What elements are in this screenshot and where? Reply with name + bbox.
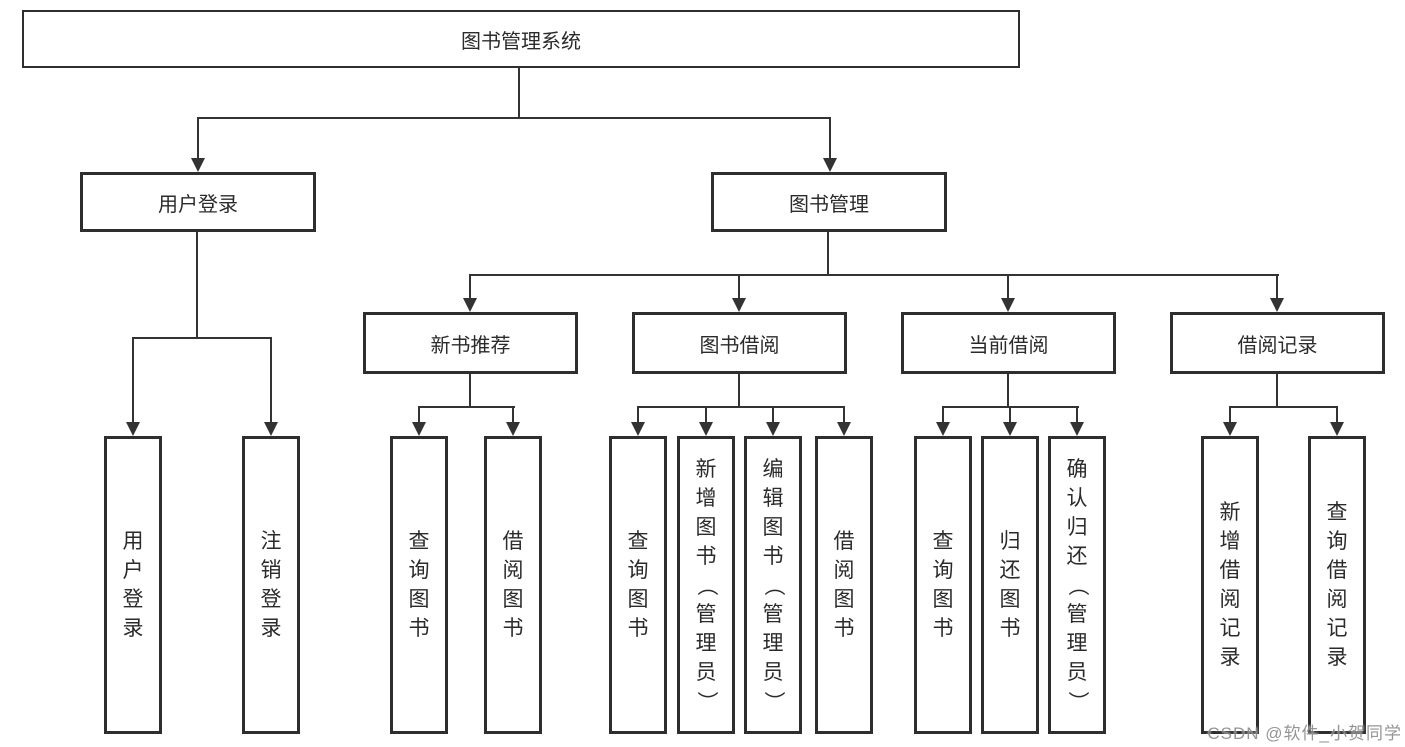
connector-line — [196, 232, 198, 338]
node-borrow-record-label: 借阅记录 — [1237, 334, 1318, 357]
connector-arrow-icon — [1330, 422, 1344, 436]
node-leaf-query-book-borrow-label: 查询图书 — [627, 530, 649, 640]
node-library-system: 图书管理系统 — [22, 10, 1020, 68]
node-leaf-borrow-book-recommend: 借阅图书 — [484, 436, 542, 734]
connector-arrow-icon — [1070, 422, 1084, 436]
node-leaf-add-borrow-record: 新增借阅记录 — [1201, 436, 1259, 734]
node-user-login: 用户登录 — [80, 172, 316, 232]
connector-line — [1229, 406, 1338, 408]
node-current-borrow: 当前借阅 — [901, 312, 1116, 374]
connector-line — [418, 406, 420, 423]
connector-line — [1276, 274, 1278, 299]
node-new-book-recommend: 新书推荐 — [363, 312, 578, 374]
node-leaf-query-book-current-label: 查询图书 — [932, 530, 954, 640]
connector-arrow-icon — [699, 422, 713, 436]
node-leaf-edit-book-admin: 编辑图书（管理员） — [744, 436, 802, 734]
connector-line — [132, 337, 134, 423]
connector-line — [942, 406, 944, 423]
node-user-login-label: 用户登录 — [158, 193, 238, 216]
csdn-watermark: CSDN @软件_小贺同学 — [1207, 724, 1402, 743]
node-leaf-add-book-admin-label: 新增图书（管理员） — [694, 457, 718, 712]
node-leaf-query-borrow-record-label: 查询借阅记录 — [1326, 501, 1348, 669]
node-leaf-confirm-return-admin-label: 确认归还（管理员） — [1065, 457, 1089, 712]
connector-line — [637, 406, 845, 408]
node-book-management: 图书管理 — [711, 172, 947, 232]
connector-arrow-icon — [837, 422, 851, 436]
connector-line — [1009, 406, 1011, 423]
connector-line — [738, 274, 740, 299]
node-leaf-query-borrow-record: 查询借阅记录 — [1308, 436, 1366, 734]
connector-arrow-icon — [191, 158, 205, 172]
node-new-book-recommend-label: 新书推荐 — [430, 334, 511, 357]
connector-line — [1007, 374, 1009, 408]
node-leaf-borrow-book-label: 借阅图书 — [833, 530, 855, 640]
connector-line — [1076, 406, 1078, 423]
connector-line — [1276, 374, 1278, 408]
connector-line — [827, 232, 829, 275]
connector-line — [1229, 406, 1231, 423]
connector-arrow-icon — [1001, 298, 1015, 312]
node-leaf-add-borrow-record-label: 新增借阅记录 — [1219, 501, 1241, 669]
connector-line — [512, 406, 514, 423]
connector-arrow-icon — [412, 422, 426, 436]
node-book-borrow-label: 图书借阅 — [699, 334, 780, 357]
node-leaf-return-book: 归还图书 — [981, 436, 1039, 734]
connector-arrow-icon — [264, 422, 278, 436]
node-leaf-user-login-label: 用户登录 — [122, 530, 144, 640]
connector-line — [469, 274, 471, 299]
connector-line — [197, 117, 199, 159]
node-leaf-query-book-recommend-label: 查询图书 — [408, 530, 430, 640]
node-book-management-label: 图书管理 — [789, 193, 869, 216]
connector-arrow-icon — [126, 422, 140, 436]
node-leaf-borrow-book-recommend-label: 借阅图书 — [502, 530, 524, 640]
connector-arrow-icon — [936, 422, 950, 436]
node-borrow-record: 借阅记录 — [1170, 312, 1385, 374]
connector-arrow-icon — [506, 422, 520, 436]
connector-line — [738, 374, 740, 408]
node-leaf-query-book-current: 查询图书 — [914, 436, 972, 734]
connector-line — [132, 337, 272, 339]
node-leaf-return-book-label: 归还图书 — [999, 530, 1021, 640]
connector-line — [843, 406, 845, 423]
connector-line — [469, 274, 1279, 276]
node-book-borrow: 图书借阅 — [632, 312, 847, 374]
connector-arrow-icon — [1223, 422, 1237, 436]
node-leaf-edit-book-admin-label: 编辑图书（管理员） — [761, 457, 785, 712]
node-leaf-query-book-recommend: 查询图书 — [390, 436, 448, 734]
connector-arrow-icon — [463, 298, 477, 312]
node-leaf-user-login: 用户登录 — [104, 436, 162, 734]
node-current-borrow-label: 当前借阅 — [968, 334, 1049, 357]
connector-line — [518, 68, 520, 118]
connector-line — [1007, 274, 1009, 299]
connector-line — [829, 117, 831, 159]
connector-arrow-icon — [823, 158, 837, 172]
connector-line — [418, 406, 515, 408]
connector-line — [1336, 406, 1338, 423]
connector-arrow-icon — [732, 298, 746, 312]
node-library-system-label: 图书管理系统 — [461, 30, 581, 53]
node-leaf-logout: 注销登录 — [242, 436, 300, 734]
node-leaf-borrow-book: 借阅图书 — [815, 436, 873, 734]
connector-line — [637, 406, 639, 423]
node-leaf-logout-label: 注销登录 — [260, 530, 282, 640]
connector-line — [705, 406, 707, 423]
connector-line — [270, 337, 272, 423]
node-leaf-query-book-borrow: 查询图书 — [609, 436, 667, 734]
connector-arrow-icon — [1270, 298, 1284, 312]
node-leaf-confirm-return-admin: 确认归还（管理员） — [1048, 436, 1106, 734]
node-leaf-add-book-admin: 新增图书（管理员） — [677, 436, 735, 734]
connector-arrow-icon — [1003, 422, 1017, 436]
connector-line — [469, 374, 471, 408]
connector-line — [197, 117, 831, 119]
connector-arrow-icon — [766, 422, 780, 436]
connector-arrow-icon — [631, 422, 645, 436]
connector-line — [772, 406, 774, 423]
